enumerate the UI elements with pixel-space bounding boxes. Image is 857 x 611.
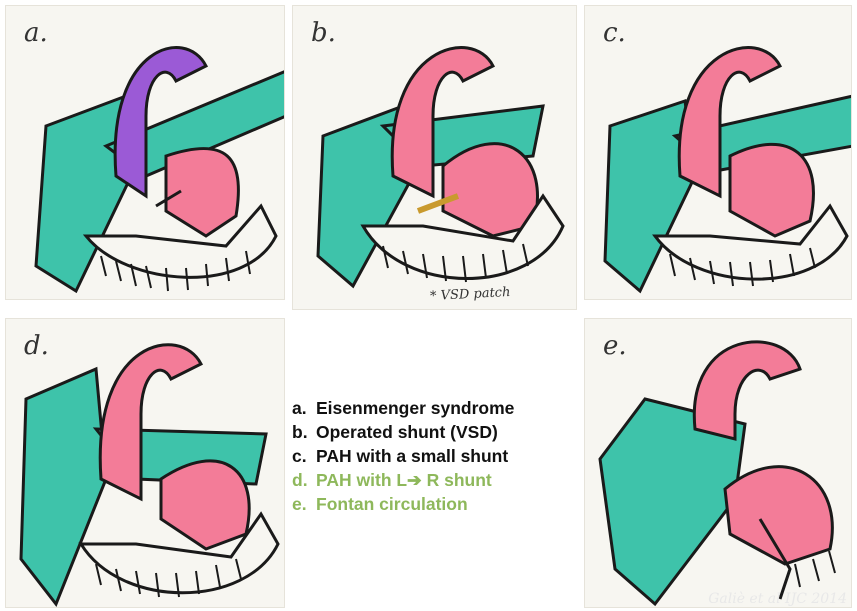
panel-d: d. (5, 318, 285, 608)
legend-marker-e: e. (292, 492, 316, 516)
legend-marker-a: a. (292, 396, 316, 420)
legend-text-d: PAH with L➔ R shunt (316, 470, 492, 490)
legend-text-b: Operated shunt (VSD) (316, 422, 498, 442)
panel-label-e: e. (603, 331, 627, 361)
legend-text-e: Fontan circulation (316, 494, 468, 514)
legend: a.Eisenmenger syndrome b.Operated shunt … (292, 396, 514, 516)
panel-label-c: c. (603, 18, 626, 48)
legend-marker-c: c. (292, 444, 316, 468)
heart-sketch-a (6, 6, 285, 300)
legend-item-a: a.Eisenmenger syndrome (292, 396, 514, 420)
panel-label-b: b. (311, 18, 336, 48)
panel-c: c. (584, 5, 852, 300)
heart-sketch-e (585, 319, 852, 608)
legend-marker-b: b. (292, 420, 316, 444)
legend-text-a: Eisenmenger syndrome (316, 398, 514, 418)
legend-text-c: PAH with a small shunt (316, 446, 508, 466)
heart-sketch-c (585, 6, 852, 300)
panel-b: b. (292, 5, 577, 310)
heart-sketch-d (6, 319, 285, 608)
heart-sketch-b (293, 6, 577, 310)
panel-label-d: d. (24, 331, 49, 361)
source-credit: Galiè et al IJC 2014 (708, 591, 847, 607)
legend-marker-d: d. (292, 468, 316, 492)
panel-a: a. (5, 5, 285, 300)
panel-label-a: a. (24, 18, 48, 48)
legend-item-d: d.PAH with L➔ R shunt (292, 468, 514, 492)
panel-e: e. (584, 318, 852, 608)
legend-item-e: e.Fontan circulation (292, 492, 514, 516)
legend-item-b: b.Operated shunt (VSD) (292, 420, 514, 444)
legend-item-c: c.PAH with a small shunt (292, 444, 514, 468)
